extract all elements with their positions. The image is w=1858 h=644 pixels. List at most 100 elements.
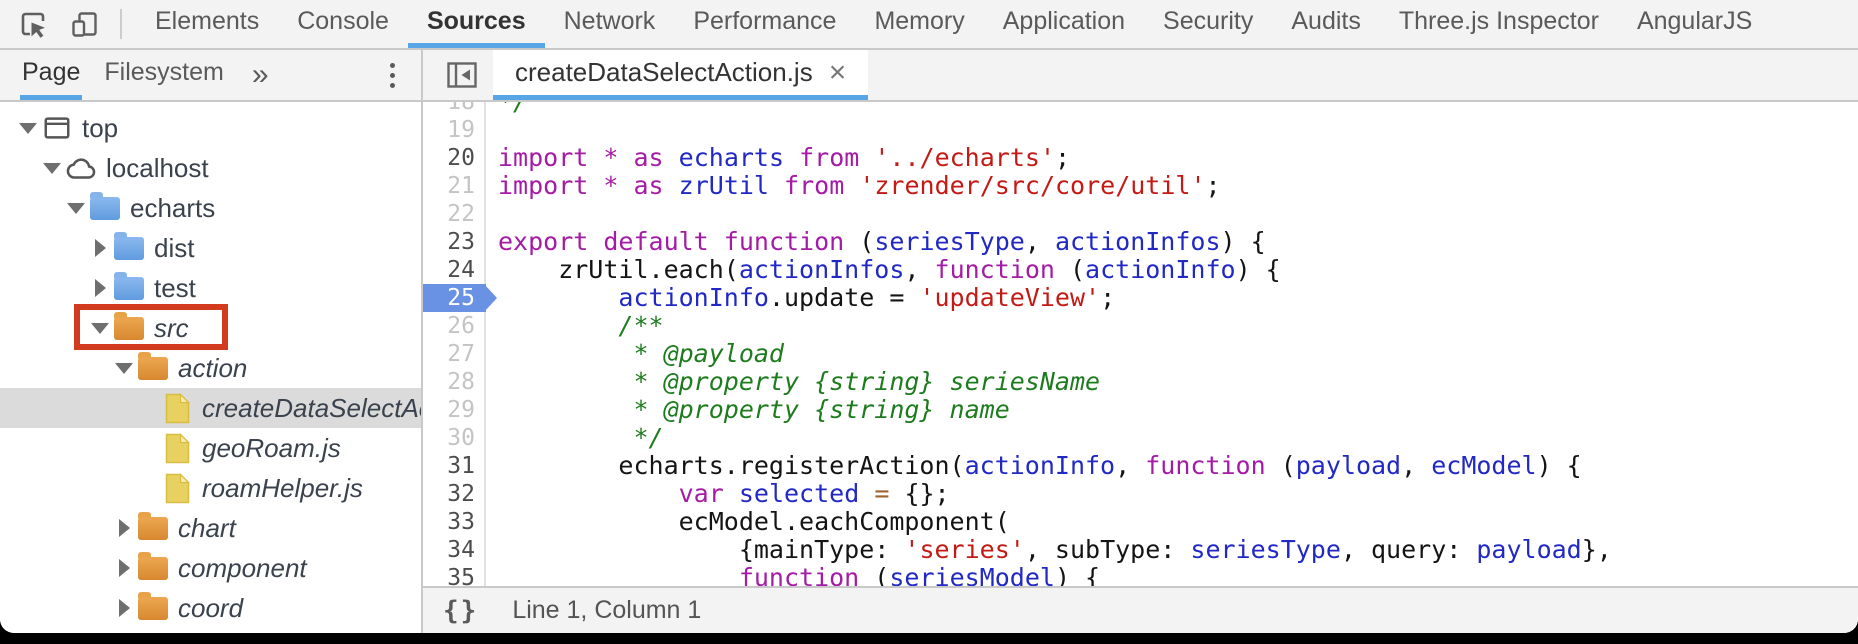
- tab-console[interactable]: Console: [297, 7, 389, 35]
- code-line-29: 29 * @property {string} name: [423, 396, 1858, 424]
- code-line-text[interactable]: var selected = {};: [678, 479, 950, 508]
- inspect-element-icon[interactable]: [16, 7, 50, 41]
- code-line-text[interactable]: [486, 200, 498, 228]
- line-number[interactable]: 33: [423, 508, 486, 536]
- disclosure-open-icon[interactable]: [112, 362, 136, 374]
- pretty-print-icon[interactable]: {}: [443, 595, 479, 626]
- tree-item-localhost[interactable]: localhost: [0, 148, 421, 188]
- toolbar-separator: [120, 9, 122, 39]
- line-number[interactable]: 29: [423, 396, 486, 424]
- hide-navigator-icon[interactable]: [445, 58, 479, 92]
- tree-item-label: coord: [178, 592, 244, 623]
- tree-item-georoam-js[interactable]: geoRoam.js: [0, 428, 421, 468]
- close-tab-icon[interactable]: ×: [828, 55, 847, 89]
- code-line-text[interactable]: import * as zrUtil from 'zrender/src/cor…: [498, 171, 1221, 200]
- tree-item-createdataselectaction-js[interactable]: createDataSelectAction.js: [0, 388, 421, 428]
- sidebar-tab-filesystem[interactable]: Filesystem: [104, 58, 224, 86]
- disclosure-open-icon[interactable]: [88, 322, 112, 334]
- code-line-text[interactable]: /**: [498, 311, 664, 340]
- disclosure-closed-icon[interactable]: [112, 519, 136, 537]
- tab-audits[interactable]: Audits: [1291, 7, 1361, 35]
- line-number[interactable]: 26: [423, 312, 486, 340]
- line-number[interactable]: 24: [423, 256, 486, 284]
- disclosure-closed-icon[interactable]: [112, 599, 136, 617]
- tab-network[interactable]: Network: [563, 7, 656, 35]
- line-number[interactable]: 21: [423, 172, 486, 200]
- line-number[interactable]: 30: [423, 424, 486, 452]
- overflow-menu-icon[interactable]: [390, 50, 395, 100]
- folder-icon: [136, 591, 170, 620]
- tab-performance[interactable]: Performance: [693, 7, 837, 35]
- tree-item-label: chart: [178, 512, 236, 543]
- tab-elements[interactable]: Elements: [155, 7, 260, 35]
- tree-item-chart[interactable]: chart: [0, 508, 421, 548]
- tree-item-component[interactable]: component: [0, 548, 421, 588]
- disclosure-closed-icon[interactable]: [112, 559, 136, 577]
- tree-item-label: createDataSelectAction.js: [202, 392, 421, 423]
- code-line-text[interactable]: * @payload: [498, 339, 784, 368]
- line-number[interactable]: 27: [423, 340, 486, 368]
- tree-item-top[interactable]: top: [0, 108, 421, 148]
- code-line-text[interactable]: import * as echarts from '../echarts';: [498, 143, 1071, 172]
- line-number[interactable]: 22: [423, 200, 486, 228]
- line-number[interactable]: 32: [423, 480, 486, 508]
- disclosure-closed-icon[interactable]: [88, 279, 112, 297]
- line-number[interactable]: 20: [423, 144, 486, 172]
- line-number[interactable]: 31: [423, 452, 486, 480]
- line-number[interactable]: 23: [423, 228, 486, 256]
- tree-item-label: action: [178, 352, 248, 383]
- more-tabs-icon[interactable]: »: [251, 58, 269, 91]
- line-number[interactable]: 28: [423, 368, 486, 396]
- code-line-text[interactable]: echarts.registerAction(actionInfo, funct…: [498, 451, 1582, 480]
- device-toolbar-icon[interactable]: [68, 7, 102, 41]
- code-line-text[interactable]: ecModel.eachComponent(: [498, 507, 1010, 536]
- tab-angularjs[interactable]: AngularJS: [1636, 7, 1753, 35]
- cloud-icon: [64, 155, 98, 181]
- line-number[interactable]: 35: [423, 564, 486, 586]
- tree-item-src[interactable]: src: [0, 308, 421, 348]
- file-tab-title: createDataSelectAction.js: [515, 57, 813, 87]
- code-line-text[interactable]: [486, 116, 498, 144]
- panel-tabs: Elements Console Sources Network Performance…: [136, 0, 1771, 48]
- tree-item-roamhelper-js[interactable]: roamHelper.js: [0, 468, 421, 508]
- code-line-text[interactable]: {mainType: 'series', subType: seriesType…: [498, 535, 1612, 564]
- disclosure-open-icon[interactable]: [16, 122, 40, 134]
- tab-three-js-inspector[interactable]: Three.js Inspector: [1398, 7, 1599, 35]
- tab-application[interactable]: Application: [1002, 7, 1126, 35]
- line-number-selected[interactable]: 25: [423, 284, 497, 312]
- tree-item-coord[interactable]: coord: [0, 588, 421, 628]
- disclosure-closed-icon[interactable]: [88, 239, 112, 257]
- code-line-text[interactable]: function (seriesModel) {: [738, 563, 1101, 587]
- tree-item-action[interactable]: action: [0, 348, 421, 388]
- tree-item-dist[interactable]: dist: [0, 228, 421, 268]
- code-line-text[interactable]: */: [498, 423, 664, 452]
- line-number[interactable]: 34: [423, 536, 486, 564]
- file-icon: [160, 472, 194, 504]
- sidebar-tabs: Page Filesystem: [0, 50, 226, 100]
- code-line-text[interactable]: zrUtil.each(actionInfos, function (actio…: [498, 255, 1281, 284]
- code-line-text[interactable]: */: [486, 102, 528, 116]
- line-number[interactable]: 19: [423, 116, 486, 144]
- code-line-19: 19: [423, 116, 1858, 144]
- disclosure-open-icon[interactable]: [40, 162, 64, 174]
- code-line-text[interactable]: actionInfo.update = 'updateView';: [618, 283, 1116, 312]
- code-line-23: 23 export default function (seriesType, a…: [423, 228, 1858, 256]
- tree-item-test[interactable]: test: [0, 268, 421, 308]
- code-line-text[interactable]: * @property {string} name: [498, 395, 1010, 424]
- tree-item-echarts[interactable]: echarts: [0, 188, 421, 228]
- disclosure-open-icon[interactable]: [64, 202, 88, 214]
- tab-memory[interactable]: Memory: [874, 7, 965, 35]
- tab-sources[interactable]: Sources: [407, 0, 545, 48]
- line-number[interactable]: 18: [423, 102, 486, 116]
- tree-item-label: test: [154, 272, 196, 303]
- tab-security[interactable]: Security: [1163, 7, 1254, 35]
- file-tab[interactable]: createDataSelectAction.js ×: [493, 50, 869, 100]
- sidebar-tab-page[interactable]: Page: [20, 50, 83, 100]
- code-line-21: 21 import * as zrUtil from 'zrender/src/c…: [423, 172, 1858, 200]
- code-line-text[interactable]: * @property {string} seriesName: [498, 367, 1101, 396]
- code-line-text[interactable]: export default function (seriesType, act…: [498, 227, 1266, 256]
